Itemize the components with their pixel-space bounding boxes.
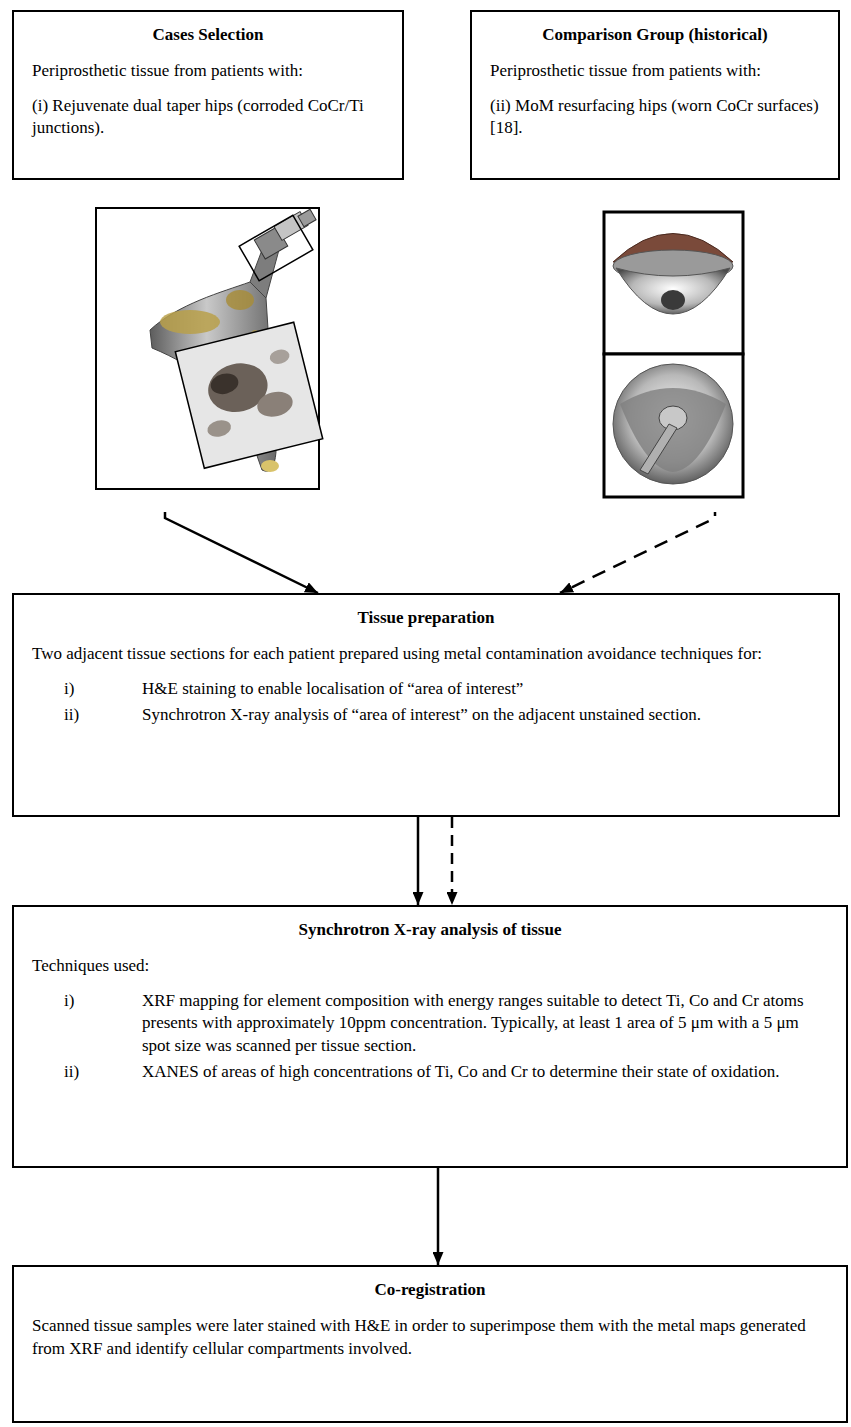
list-item: H&E staining to enable localisation of “… [142, 678, 820, 700]
process-box: Comparison Group (historical) Periprosthe… [470, 10, 840, 180]
flow-arrow [437, 1168, 440, 1265]
photo-frame [604, 354, 743, 497]
box-text: (i) Rejuvenate dual taper hips (corroded… [32, 95, 384, 140]
box-text: Scanned tissue samples were later staine… [32, 1315, 828, 1360]
list-row: i)H&E staining to enable localisation of… [64, 678, 820, 700]
box-heading: Tissue preparation [32, 607, 820, 629]
list-marker: i) [64, 678, 142, 700]
box-heading: Co-registration [32, 1279, 828, 1301]
list-marker: i) [64, 990, 142, 1057]
box-text: Two adjacent tissue sections for each pa… [32, 643, 820, 665]
resurfacing-cup [613, 234, 733, 315]
box-heading: Comparison Group (historical) [490, 24, 820, 46]
flow-arrow [417, 817, 420, 905]
flow-arrow [165, 512, 318, 593]
box-heading: Synchrotron X-ray analysis of tissue [32, 919, 828, 941]
dashed-arrow [451, 817, 454, 905]
process-box: Co-registrationScanned tissue samples we… [12, 1265, 848, 1423]
list-row: i)XRF mapping for element composition wi… [64, 990, 828, 1057]
list-item: XRF mapping for element composition with… [142, 990, 828, 1057]
list-marker: ii) [64, 1061, 142, 1083]
process-box: Cases SelectionPeriprosthetic tissue fro… [12, 10, 404, 180]
list-row: ii)Synchrotron X-ray analysis of “area o… [64, 704, 820, 726]
taper-inset [175, 322, 322, 468]
resurfacing-head [613, 364, 733, 484]
dashed-arrow [560, 512, 715, 593]
list-item: Synchrotron X-ray analysis of “area of i… [142, 704, 820, 726]
photo-frame [604, 212, 743, 354]
box-text: (ii) MoM resurfacing hips (worn CoCr sur… [490, 95, 820, 140]
process-box: Synchrotron X-ray analysis of tissueTech… [12, 905, 848, 1168]
list-marker: ii) [64, 704, 142, 726]
box-text: Periprosthetic tissue from patients with… [32, 60, 384, 82]
box-heading: Cases Selection [32, 24, 384, 46]
box-text: Periprosthetic tissue from patients with… [490, 60, 820, 82]
list-item: XANES of areas of high concentrations of… [142, 1061, 828, 1083]
box-text: Techniques used: [32, 955, 828, 977]
list-row: ii)XANES of areas of high concentrations… [64, 1061, 828, 1083]
process-box: Tissue preparationTwo adjacent tissue se… [12, 593, 840, 817]
